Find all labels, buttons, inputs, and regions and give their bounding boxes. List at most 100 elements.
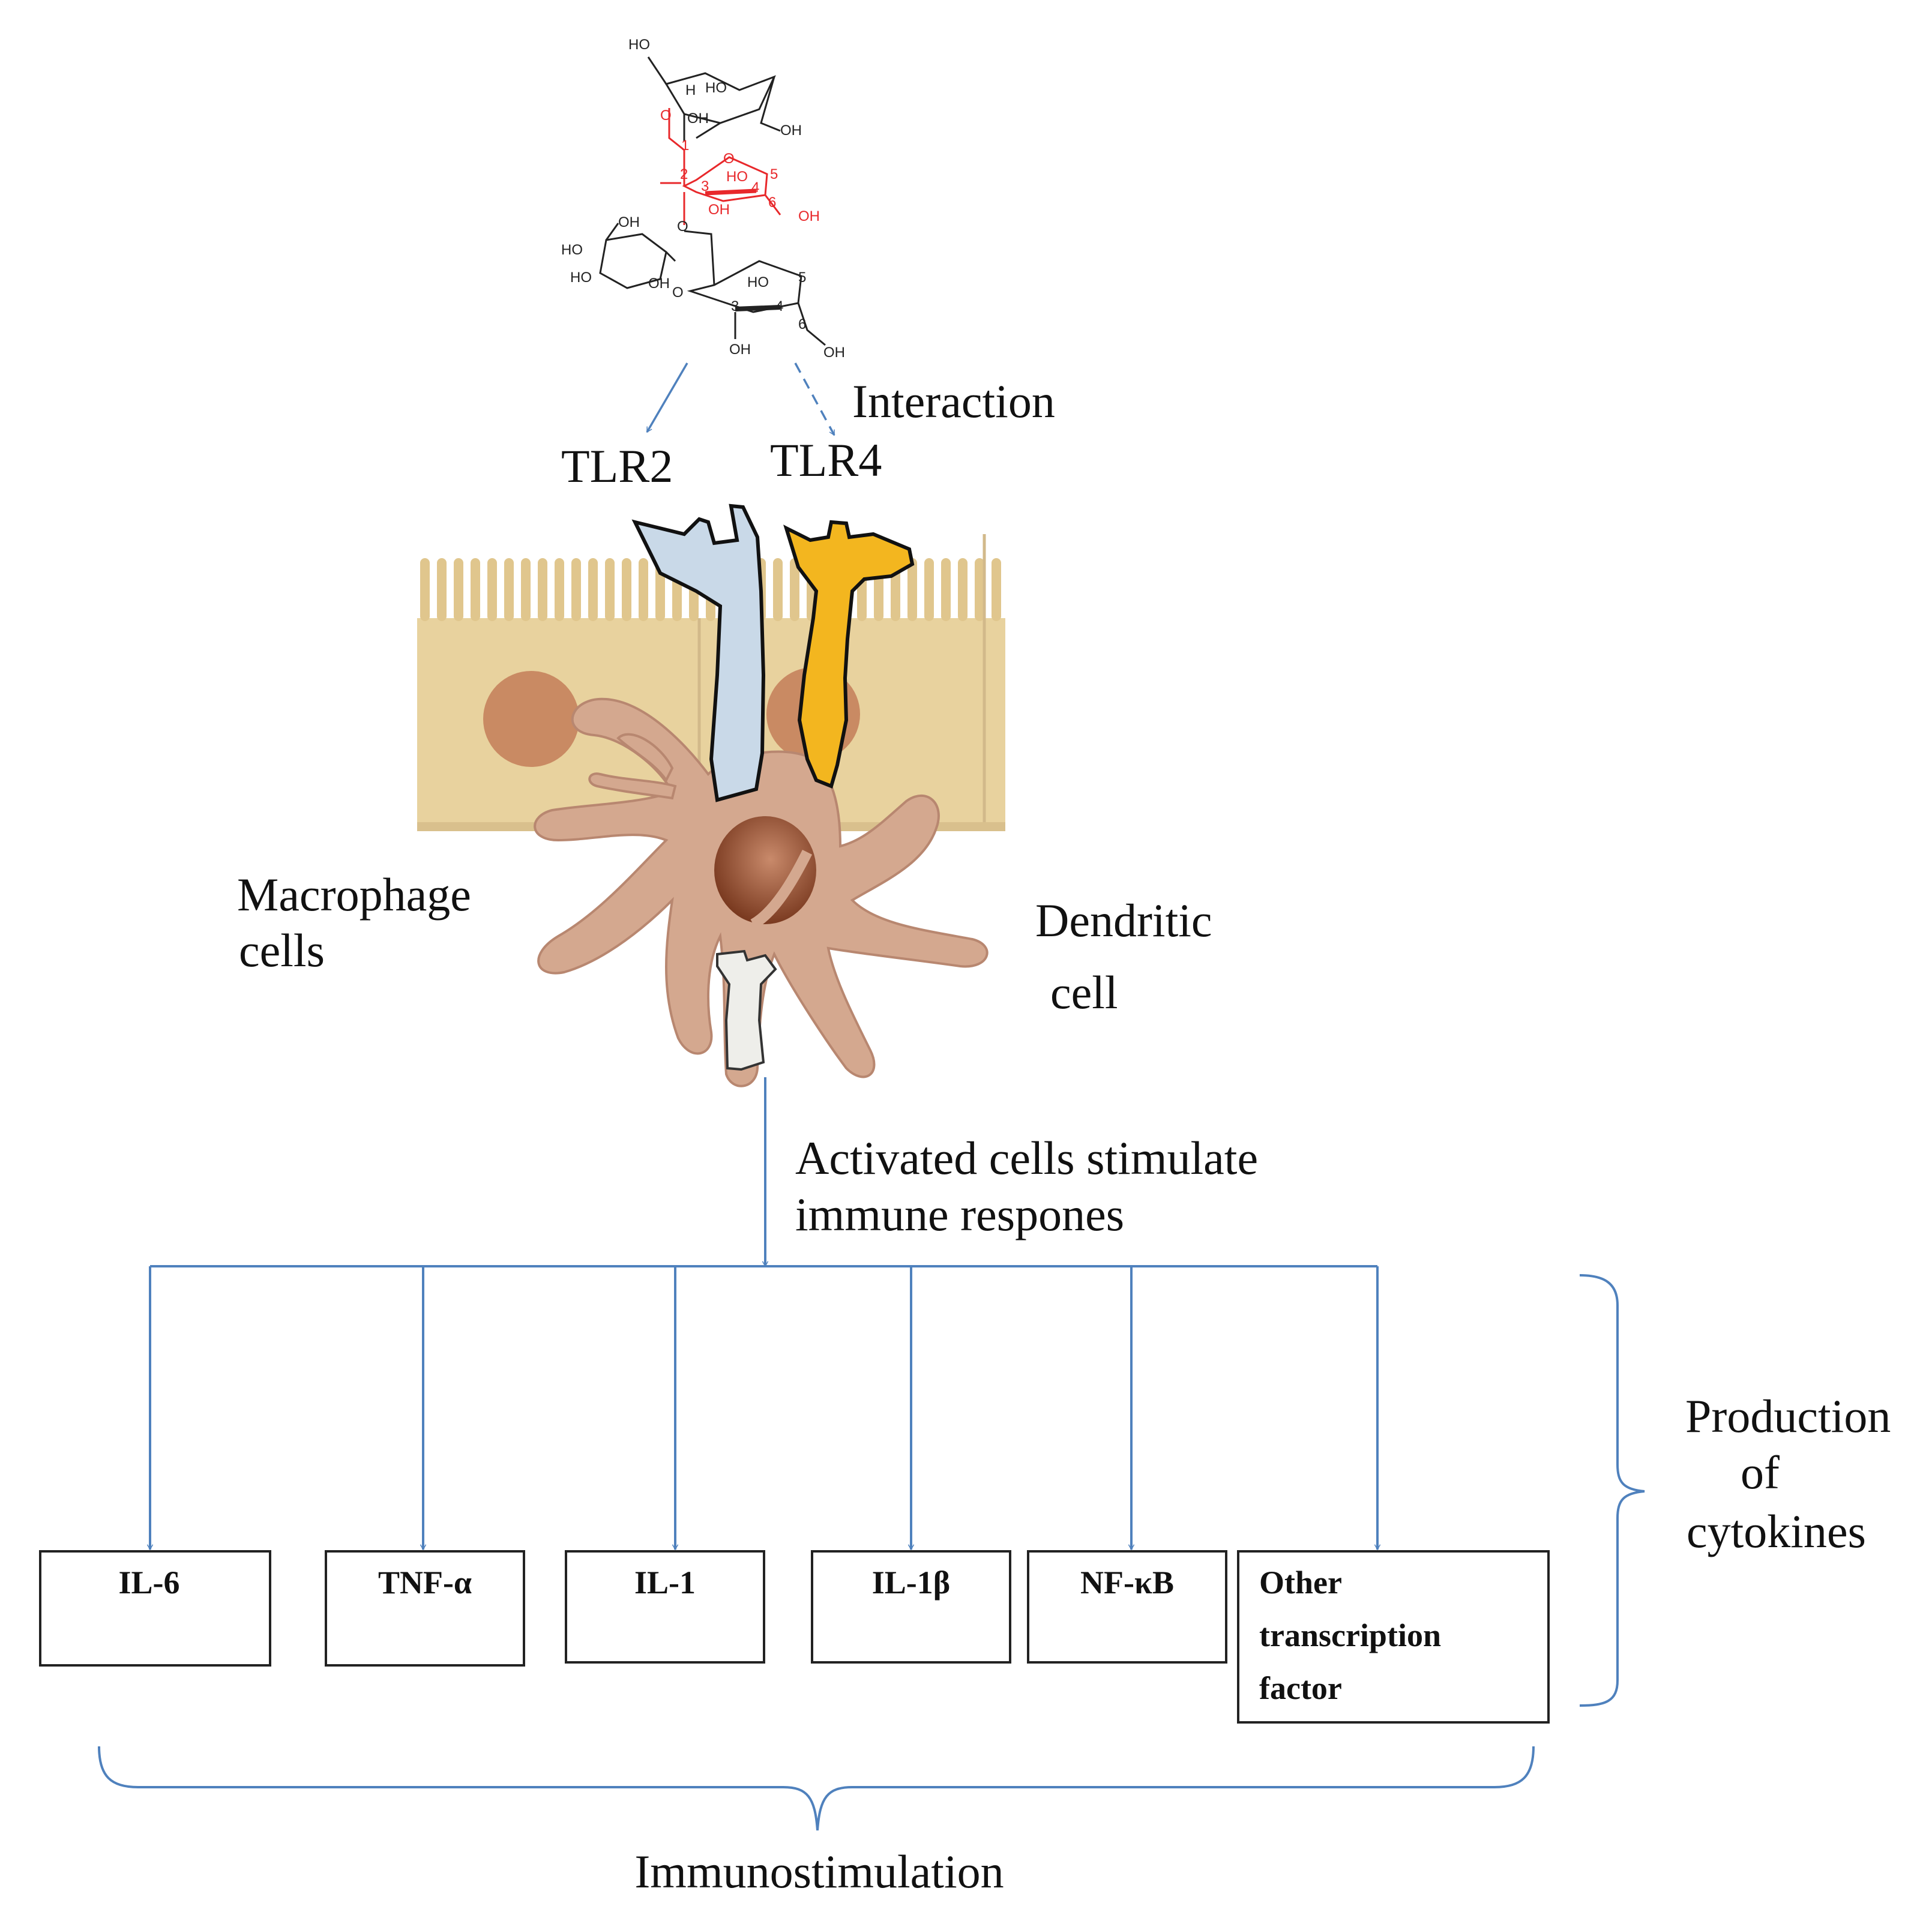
- atom-label: 2: [680, 166, 688, 182]
- atom-label: 4: [751, 179, 759, 196]
- microvillus: [437, 558, 447, 621]
- cytokine-label: TNF-α: [378, 1565, 472, 1601]
- tlr2-receptor: [631, 504, 766, 802]
- atom-label: HO: [561, 242, 583, 258]
- microvillus: [924, 558, 934, 621]
- cytokine-box: IL-6: [39, 1550, 271, 1667]
- cytokine-label: factor: [1259, 1670, 1342, 1706]
- cytokine-box: NF-κB: [1027, 1550, 1227, 1664]
- atom-label: O: [660, 107, 672, 124]
- glucose-ring: [599, 223, 676, 289]
- small-receptor: [716, 949, 777, 1071]
- microvillus: [487, 558, 497, 621]
- atom-label: HO: [570, 269, 592, 286]
- microvillus: [907, 558, 917, 621]
- microvillus: [555, 558, 564, 621]
- cytokine-label: transcription: [1259, 1617, 1441, 1653]
- cytokine-box-frame: [325, 1550, 525, 1667]
- microvillus: [639, 558, 648, 621]
- microvillus: [773, 558, 783, 621]
- atom-label: 5: [798, 269, 806, 286]
- tlr4-label: TLR4: [770, 434, 882, 486]
- microvillus: [941, 558, 951, 621]
- atom-label: 4: [775, 298, 783, 314]
- atom-label: O: [672, 284, 684, 301]
- microvillus: [992, 558, 1001, 621]
- cytokine-box-frame: [811, 1550, 1011, 1664]
- cytokine-box: TNF-α: [325, 1550, 525, 1667]
- microvillus: [454, 558, 463, 621]
- cytokine-box: Other transcription factor: [1237, 1550, 1550, 1724]
- microvillus: [605, 558, 615, 621]
- cytokine-label: IL-1: [634, 1565, 696, 1601]
- microvillus: [958, 558, 968, 621]
- atom-label: OH: [798, 208, 820, 224]
- cytokine-arrows: [146, 1266, 1381, 1551]
- tlr2-label: TLR2: [561, 440, 673, 492]
- molecule-atom-labels: HO HO H OH OH O 1 2 O 5 HO 3 4 6 OH OH O…: [561, 37, 845, 361]
- atom-label: OH: [687, 110, 709, 127]
- atom-label: OH: [729, 341, 751, 358]
- dendritic-nucleus: [714, 816, 816, 924]
- atom-label: 5: [770, 166, 778, 182]
- cytokine-label: Other: [1259, 1565, 1342, 1601]
- atom-label: OH: [618, 214, 640, 230]
- atom-label: O: [677, 218, 688, 235]
- dendritic-cell: [534, 697, 989, 1087]
- atom-label: 1: [681, 137, 689, 154]
- microvillus: [504, 558, 514, 621]
- cytokine-box: IL-1β: [811, 1550, 1011, 1664]
- cytokine-label: IL-1β: [872, 1565, 950, 1601]
- production-label-line1: Production: [1685, 1390, 1891, 1442]
- red-fructose-unit: [660, 108, 781, 225]
- production-brace: [1579, 1274, 1645, 1707]
- fructose-ring: [684, 230, 826, 346]
- interaction-label: Interaction: [852, 375, 1055, 427]
- cytokine-box: IL-1: [565, 1550, 765, 1664]
- microvillus: [521, 558, 531, 621]
- tlr4-receptor: [783, 520, 915, 789]
- atom-label: 3: [701, 178, 709, 194]
- atom-label: HO: [747, 274, 769, 290]
- immunostimulation-label: Immunostimulation: [634, 1845, 1004, 1898]
- nucleus-notch: [750, 849, 813, 929]
- cytokine-box-frame: [565, 1550, 765, 1664]
- production-label-line2: of: [1741, 1446, 1780, 1499]
- oligosaccharide-structure: [599, 56, 826, 346]
- epithelial-nucleus: [483, 671, 579, 767]
- microvillus: [588, 558, 598, 621]
- cytokine-label: NF-κB: [1080, 1565, 1174, 1601]
- atom-label: OH: [708, 202, 730, 218]
- dendritic-label-line1: Dendritic: [1035, 894, 1212, 946]
- top-sugar-ring: [647, 56, 781, 141]
- activated-cells-label-line2: immune respones: [795, 1188, 1124, 1240]
- tlr2-interaction-arrow: [646, 362, 688, 433]
- immunostimulation-brace: [98, 1746, 1535, 1831]
- dendrite: [616, 733, 674, 783]
- cytokine-box-frame: [1237, 1550, 1550, 1724]
- cytokine-label: IL-6: [118, 1565, 179, 1601]
- atom-label: O: [723, 151, 735, 167]
- atom-label: H: [685, 82, 696, 98]
- microvillus: [975, 558, 984, 621]
- cytokine-boxes: IL-6 TNF-α IL-1 IL-1β NF-κB Other transcriptio…: [39, 1550, 1550, 1724]
- microvillus: [538, 558, 547, 621]
- cytokine-box-frame: [1027, 1550, 1227, 1664]
- atom-label: HO: [705, 80, 727, 96]
- atom-label: HO: [726, 169, 748, 185]
- microvillus: [622, 558, 631, 621]
- atom-label: 6: [768, 194, 776, 211]
- tlr4-interaction-arrow: [794, 362, 835, 436]
- microvillus: [420, 558, 430, 621]
- dendrite: [588, 772, 677, 800]
- atom-label: OH: [648, 275, 670, 292]
- macrophage-label-line1: Macrophage: [237, 868, 471, 921]
- microvillus: [471, 558, 480, 621]
- atom-label: HO: [628, 37, 650, 53]
- epithelial-layer: [417, 534, 1005, 831]
- atom-label: OH: [780, 122, 802, 139]
- dendritic-label-line2: cell: [1050, 966, 1118, 1018]
- macrophage-label-line2: cells: [239, 924, 325, 976]
